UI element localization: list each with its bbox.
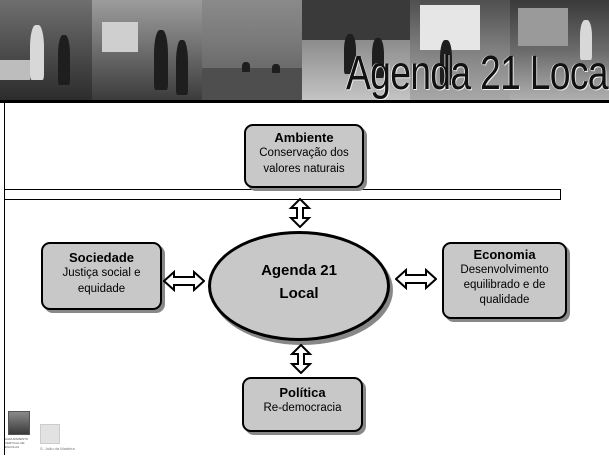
title-rule [0,100,609,103]
person-figure [580,20,592,60]
person-figure [154,30,168,90]
center-line-1: Agenda 21 [261,262,337,279]
ambiente-line-2: valores naturais [263,163,345,175]
sociedade-box: Sociedade Justiça social e equidade [41,242,162,310]
banner-photo-6 [510,0,609,100]
school-logo [8,411,30,435]
politica-box: Política Re-democracia [242,377,363,432]
left-rule [4,103,5,455]
banner-photo-2 [92,0,202,100]
economia-line-1: Desenvolvimento [460,264,549,276]
banner-title: Agenda 21 Local [345,47,609,100]
double-arrow-vertical-bottom-icon [289,344,313,374]
banner-photo-5 [410,0,510,100]
ambiente-line-1: Conservação dos [259,147,349,159]
person-figure [30,25,44,80]
person-figure [58,35,70,85]
double-arrow-horizontal-left-icon [163,270,205,292]
economia-line-3: qualidade [479,294,530,306]
municipality-logo [40,424,60,444]
banner-photo-1 [0,0,92,100]
banner-photo-3 [202,0,302,100]
sociedade-line-2: equidade [77,283,126,295]
economia-box: Economia Desenvolvimento equilibrado e d… [442,242,567,319]
person-figure [440,40,452,85]
politica-title: Política [279,385,326,400]
center-line-2: Local [279,285,319,302]
person-figure [176,40,188,95]
sociedade-line-1: Justiça social e [62,267,141,279]
ambiente-box: Ambiente Conservação dos valores naturai… [244,124,364,188]
person-figure [344,34,356,74]
person-figure [372,38,384,78]
sociedade-title: Sociedade [68,250,135,265]
school-logo-text: AGRUPAMENTO VERTICAL DE ESCOLAS [5,437,29,449]
person-figure [272,64,280,73]
trees-shape [302,0,410,40]
center-ellipse: Agenda 21 Local [208,231,390,341]
table-shape [0,60,30,80]
municipality-logo-text: S. João da Madeira [40,446,75,451]
politica-line-1: Re-democracia [263,402,342,414]
economia-title: Economia [473,247,536,262]
photo-banner: Agenda 21 Local [0,0,609,100]
double-arrow-horizontal-right-icon [395,268,437,290]
economia-line-2: equilibrado e de [463,279,546,291]
field-shape [202,68,302,100]
horizontal-band [4,189,561,200]
person-figure [242,62,250,72]
banner-photo-4 [302,0,410,100]
double-arrow-vertical-top-icon [288,198,312,228]
poster-shape [102,22,138,52]
board-shape [518,8,568,46]
ambiente-title: Ambiente [274,130,334,145]
